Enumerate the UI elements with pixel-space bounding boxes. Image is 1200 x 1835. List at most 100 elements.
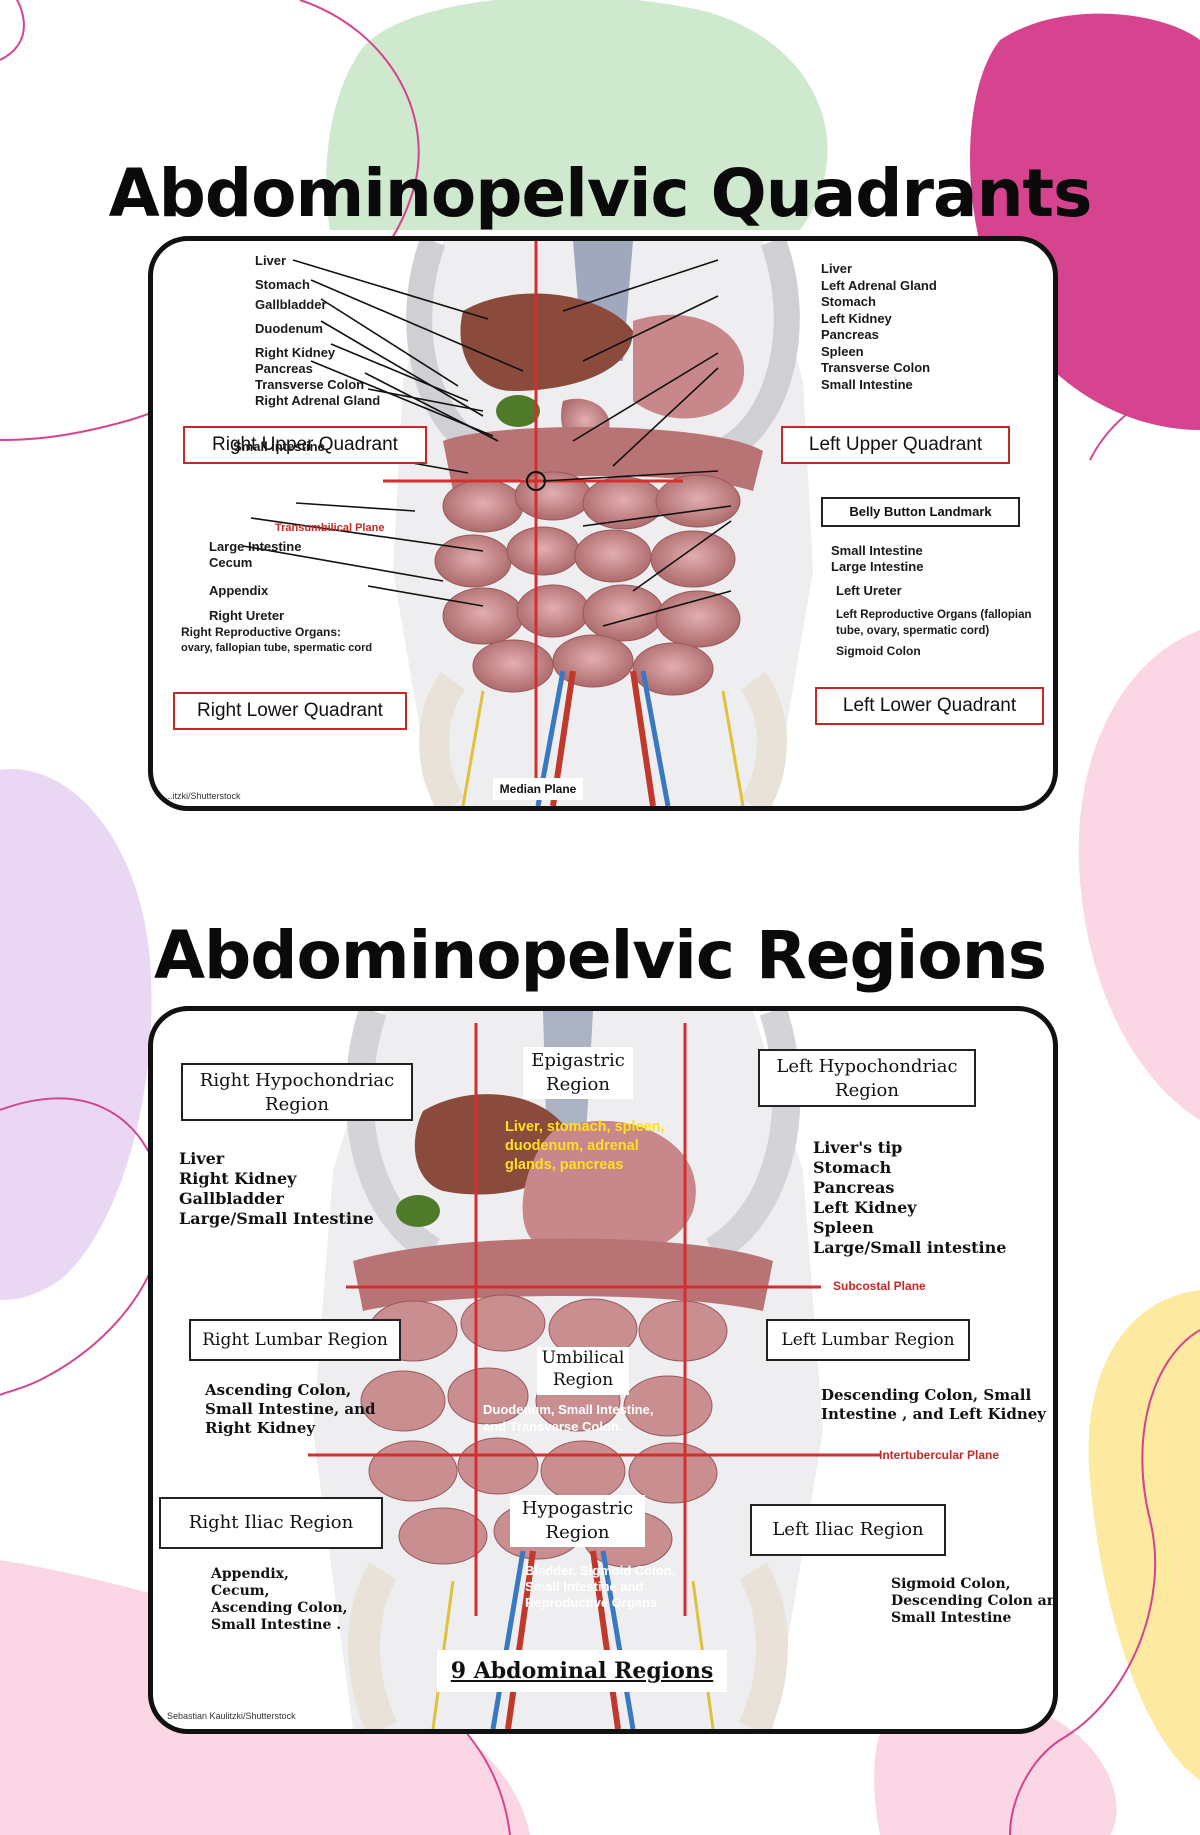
luq-organ: Left Kidney	[821, 310, 892, 326]
rlq-organ: Cecum	[209, 555, 253, 570]
lh-organ: Stomach	[813, 1158, 892, 1177]
luq-organ: Spleen	[821, 343, 864, 359]
lavender-blob-left	[0, 769, 152, 1300]
rlq-organ: Right Ureter	[209, 608, 285, 623]
luq-organ: Small Intestine	[821, 376, 913, 392]
rlq-organ: Large Intestine	[209, 539, 302, 554]
lh-organ: Spleen	[813, 1218, 874, 1237]
umbilical-organ-line: and Transverse Colon.	[483, 1419, 623, 1434]
ruq-organ: Gallbladder	[255, 297, 327, 312]
ri-organ: Ascending Colon,	[211, 1600, 348, 1616]
ruq-organ: Transverse Colon	[255, 377, 365, 392]
hypogastric-organ-line: Bladder, Sigmoid Colon,	[525, 1563, 676, 1578]
right-hypochondriac-region-text: Right Hypochondriac Region	[199, 1070, 395, 1115]
rl-organ: Right Kidney	[205, 1419, 316, 1437]
ruq-organ: Right Adrenal Gland	[255, 393, 381, 408]
lh-organ: Large/Small intestine	[813, 1238, 1007, 1257]
left-lumbar-region-label: Left Lumbar Region	[766, 1319, 970, 1361]
green-blob	[326, 0, 828, 230]
luq-organ: Liver	[821, 261, 853, 276]
belly-button-landmark-label: Belly Button Landmark	[821, 497, 1020, 527]
regions-image-credit: Sebastian Kaulitzki/Shutterstock	[167, 1711, 296, 1721]
right-hypochondriac-region-label: Right Hypochondriac Region	[181, 1063, 413, 1121]
yellow-blob	[1088, 1290, 1200, 1780]
lh-organ: Liver's tip	[813, 1138, 903, 1157]
right-lower-quadrant-label: Right Lower Quadrant	[173, 692, 407, 730]
li-organ: Descending Colon and	[891, 1593, 1058, 1609]
quadrants-panel: Liver Stomach Gallbladder Duodenum Right…	[148, 236, 1058, 811]
magenta-curve-mid-right	[1089, 379, 1200, 461]
transumbilical-plane-label: Transumbilical Plane	[275, 522, 385, 534]
umbilical-region-text: Umbilical Region	[541, 1348, 625, 1390]
lh-organ: Pancreas	[813, 1178, 895, 1197]
ruq-organ: Liver	[255, 253, 287, 268]
magenta-curve-top-left	[0, 0, 25, 61]
ri-organ: Appendix,	[211, 1566, 289, 1582]
left-hypochondriac-region-text: Left Hypochondriac Region	[776, 1056, 958, 1101]
luq-organ: Transverse Colon	[821, 360, 931, 375]
ruq-organ: Duodenum	[255, 321, 323, 336]
ruq-organ: Stomach	[255, 277, 310, 292]
epigastric-organ-line: Liver, stomach, spleen,	[505, 1119, 665, 1135]
right-hypochondriac-organs: Liver Right Kidney Gallbladder Large/Sma…	[179, 1149, 374, 1229]
left-hypochondriac-organs: Liver's tip Stomach Pancreas Left Kidney…	[813, 1138, 1006, 1258]
lh-organ: Left Kidney	[813, 1198, 917, 1217]
hypogastric-organ-line: Reproductive Organs	[525, 1595, 658, 1610]
ri-organ: Small Intestine .	[211, 1617, 342, 1633]
median-plane-label: Median Plane	[493, 778, 583, 800]
epigastric-organ-line: glands, pancreas	[505, 1157, 624, 1173]
right-upper-quadrant-label: Right Upper Quadrant	[183, 426, 427, 464]
pink-blob-right	[1078, 630, 1200, 1120]
luq-organ: Left Adrenal Gland	[821, 277, 937, 293]
rlq-organ: Appendix	[209, 583, 269, 598]
right-iliac-region-label: Right Iliac Region	[159, 1497, 383, 1549]
ri-organ: Cecum,	[211, 1583, 270, 1599]
llq-organ: Left Reproductive Organs (fallopian	[836, 609, 1032, 621]
luq-organ: Stomach	[821, 294, 876, 309]
epigastric-region-label: Epigastric Region	[523, 1047, 633, 1099]
rh-organ: Large/Small Intestine	[179, 1209, 374, 1228]
quadrants-anatomy-illustration	[242, 241, 813, 806]
llq-organ: tube, ovary, spermatic cord)	[836, 625, 990, 637]
hypogastric-organs: Bladder, Sigmoid Colon, Small Intestine …	[525, 1563, 675, 1611]
li-organ: Small Intestine	[891, 1610, 1012, 1626]
llq-organ: Left Ureter	[836, 583, 902, 598]
right-iliac-organs: Appendix, Cecum, Ascending Colon, Small …	[211, 1566, 348, 1634]
nine-abdominal-regions-footer: 9 Abdominal Regions	[437, 1650, 727, 1692]
quadrants-image-credit: ...itzki/Shutterstock	[165, 791, 241, 801]
right-lumbar-organs: Ascending Colon, Small Intestine, and Ri…	[205, 1381, 376, 1438]
hypogastric-region-text: Hypogastric Region	[521, 1498, 634, 1543]
intertubercular-plane-label: Intertubercular Plane	[879, 1448, 1000, 1462]
rh-organ: Liver	[179, 1149, 225, 1168]
rh-organ: Gallbladder	[179, 1189, 284, 1208]
rl-organ: Ascending Colon,	[205, 1381, 352, 1399]
llq-organ: Small Intestine	[831, 543, 923, 558]
li-organ: Sigmoid Colon,	[891, 1576, 1011, 1592]
left-lower-quadrant-label: Left Lower Quadrant	[815, 687, 1044, 725]
umbilical-organ-line: Duodenum, Small Intestine,	[483, 1402, 654, 1417]
left-hypochondriac-region-label: Left Hypochondriac Region	[758, 1049, 976, 1107]
left-upper-quadrant-label: Left Upper Quadrant	[781, 426, 1010, 464]
ruq-organ: Pancreas	[255, 361, 313, 376]
ruq-organ-list: Liver Stomach Gallbladder Duodenum Right…	[255, 253, 380, 409]
quadrants-title: Abdominopelvic Quadrants	[108, 155, 1093, 232]
epigastric-organ-line: duodenum, adrenal	[505, 1138, 639, 1154]
ll-organ: Descending Colon, Small	[821, 1386, 1032, 1404]
rh-organ: Right Kidney	[179, 1169, 297, 1188]
rlq-organ: ovary, fallopian tube, spermatic cord	[181, 642, 373, 654]
umbilical-organs: Duodenum, Small Intestine, and Transvers…	[483, 1401, 653, 1435]
hypogastric-organ-line: Small Intestine and	[525, 1579, 644, 1594]
luq-organ-list: Liver Left Adrenal Gland Stomach Left Ki…	[821, 261, 937, 393]
rlq-organ-list: Large Intestine Cecum Appendix Right Ure…	[181, 539, 372, 656]
llq-organ-list: Small Intestine Large Intestine Left Ure…	[831, 543, 1032, 659]
luq-organ: Pancreas	[821, 327, 879, 342]
rlq-organ: Right Reproductive Organs:	[181, 625, 342, 639]
left-iliac-organs: Sigmoid Colon, Descending Colon and Smal…	[891, 1576, 1058, 1627]
rlq-small-intestine-label: Small intestine	[233, 439, 325, 454]
magenta-curve-right	[1009, 1329, 1200, 1835]
regions-panel: Right Hypochondriac Region Epigastric Re…	[148, 1006, 1058, 1734]
ll-organ: Intestine , and Left Kidney	[821, 1405, 1046, 1423]
hypogastric-region-label: Hypogastric Region	[510, 1495, 645, 1547]
subcostal-plane-label: Subcostal Plane	[833, 1279, 926, 1293]
regions-title: Abdominopelvic Regions	[153, 917, 1047, 994]
